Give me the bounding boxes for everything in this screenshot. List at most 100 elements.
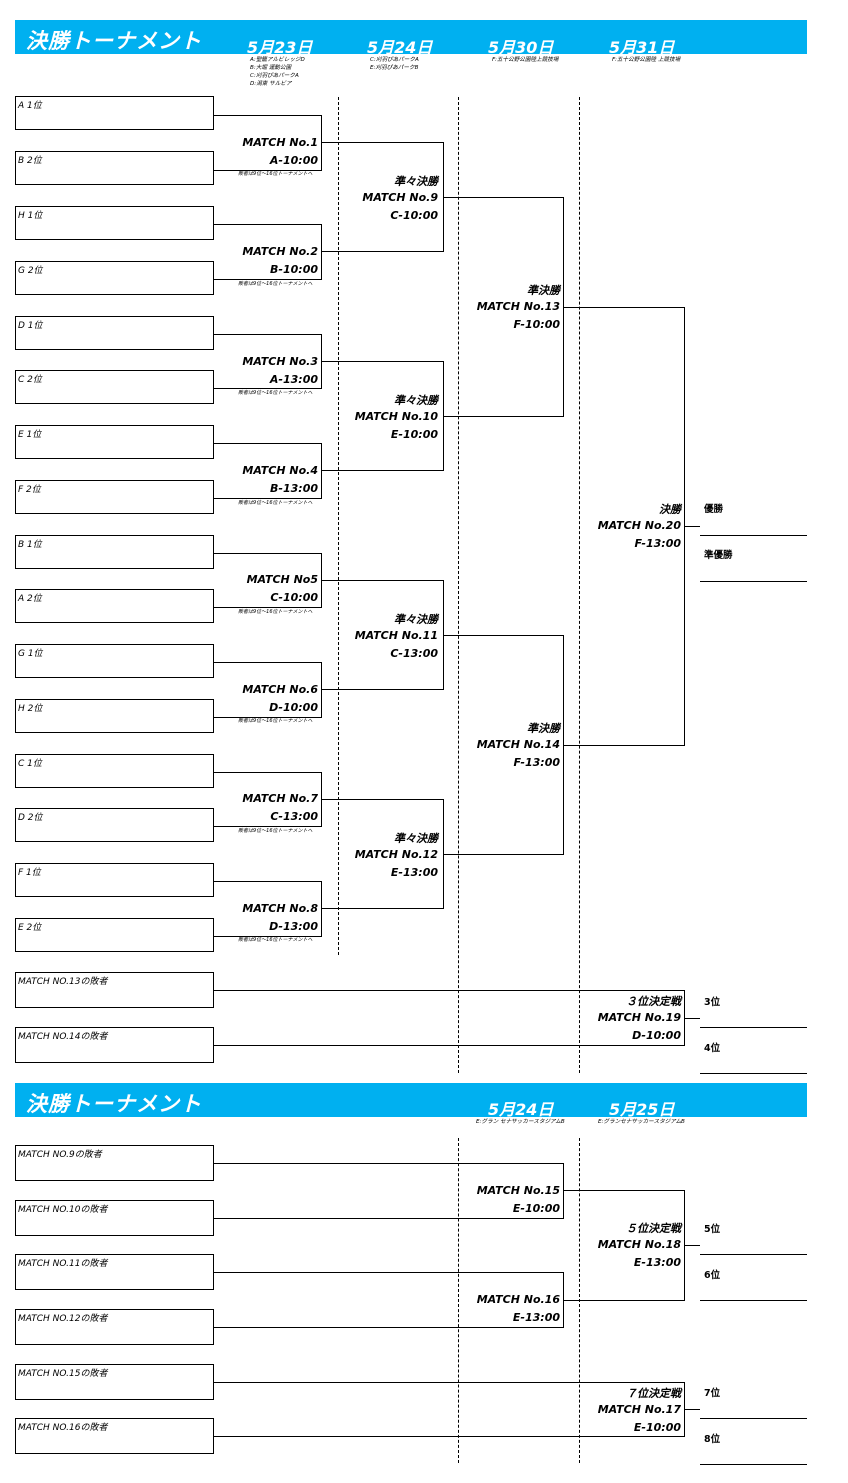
result-line (700, 1073, 807, 1074)
match-time: E-10:00 (633, 1421, 681, 1434)
result-line (700, 581, 807, 582)
bottom-date-1: 5月24日 (488, 1100, 554, 1119)
rank-label: 8位 (704, 1434, 721, 1445)
match-time: A-13:00 (269, 373, 318, 386)
bracket-line (322, 251, 444, 252)
column-separator (579, 97, 580, 1073)
result-line (700, 1418, 807, 1419)
match-label: MATCH No.17 (597, 1403, 681, 1416)
team-slot: H 1位 (15, 206, 214, 240)
team-label: D 2位 (18, 813, 43, 823)
team-label: B 1位 (18, 540, 42, 550)
top-banner (15, 20, 807, 54)
rank-label: 6位 (704, 1270, 721, 1281)
loser-note: 敗者は9位～16位トーナメントへ (238, 828, 313, 834)
bracket-line (214, 1327, 564, 1328)
round-label: 準々決勝 (394, 175, 438, 188)
match-time: E-13:00 (512, 1311, 560, 1324)
top-date-1: 5月23日 (247, 38, 313, 57)
bracket-line (214, 1218, 564, 1219)
match-time: D-10:00 (269, 701, 318, 714)
rank-label: 3位 (704, 997, 721, 1008)
team-label: MATCH NO.10の敗者 (18, 1205, 108, 1215)
team-label: G 1位 (18, 649, 43, 659)
result-line (700, 1300, 807, 1301)
match-time: E-13:00 (390, 866, 438, 879)
bracket-line (321, 224, 322, 280)
team-label: MATCH NO.16の敗者 (18, 1423, 108, 1433)
team-label: H 1位 (18, 211, 43, 221)
bottom-title: 決勝トーナメント (26, 1092, 202, 1116)
bracket-line (563, 635, 564, 855)
bracket-line (321, 553, 322, 608)
team-slot: D 2位 (15, 808, 214, 842)
top-date-4: 5月31日 (609, 38, 675, 57)
team-slot: C 2位 (15, 370, 214, 404)
team-slot: F 2位 (15, 480, 214, 514)
result-line (700, 1464, 807, 1465)
match-label: MATCH No.6 (242, 683, 318, 696)
bracket-line (564, 307, 685, 308)
loser-note: 敗者は9位～16位トーナメントへ (238, 171, 313, 177)
column-separator (458, 1138, 459, 1463)
match-label: MATCH No.2 (242, 245, 318, 258)
team-label: A 1位 (18, 101, 42, 111)
bracket-line (214, 1163, 564, 1164)
bracket-line (563, 1272, 564, 1328)
top-date-3: 5月30日 (488, 38, 554, 57)
team-label: B 2位 (18, 156, 42, 166)
bracket-line (443, 142, 444, 252)
match-label: MATCH No.13 (476, 300, 560, 313)
bracket-line (214, 443, 322, 444)
round-label: 準々決勝 (394, 394, 438, 407)
bracket-line (214, 334, 322, 335)
match-time: F-10:00 (513, 318, 560, 331)
bracket-line (321, 115, 322, 171)
bracket-line (444, 854, 564, 855)
bracket-line (684, 307, 685, 746)
bracket-line (214, 388, 322, 389)
team-slot: H 2位 (15, 699, 214, 733)
runner-up-label: 準優勝 (704, 550, 733, 561)
bracket-line (322, 908, 444, 909)
bracket-line (214, 553, 322, 554)
match-time: E-10:00 (390, 428, 438, 441)
bottom-banner (15, 1083, 807, 1117)
rank-label: 5位 (704, 1224, 721, 1235)
bracket-line (443, 799, 444, 909)
bracket-line (444, 635, 564, 636)
bracket-line (214, 115, 322, 116)
bracket-line (214, 224, 322, 225)
bracket-line (443, 361, 444, 471)
bracket-line (321, 772, 322, 827)
top-date-2: 5月24日 (367, 38, 433, 57)
bracket-line (214, 607, 322, 608)
bracket-line (214, 498, 322, 499)
bracket-line (214, 1272, 564, 1273)
match-time: D-13:00 (269, 920, 318, 933)
match-label: MATCH No.19 (597, 1011, 681, 1024)
team-label: MATCH NO.15の敗者 (18, 1369, 108, 1379)
team-slot: B 1位 (15, 535, 214, 569)
bracket-line (685, 1245, 700, 1246)
round-label: 決勝 (659, 503, 681, 516)
team-label: MATCH NO.11の敗者 (18, 1259, 108, 1269)
bracket-line (322, 142, 444, 143)
bracket-line (684, 1190, 685, 1301)
bracket-line (214, 170, 322, 171)
match-label: MATCH No.4 (242, 464, 318, 477)
bracket-line (214, 936, 322, 937)
bracket-line (685, 1018, 700, 1019)
result-line (700, 535, 807, 536)
bracket-line (321, 443, 322, 499)
bracket-line (563, 197, 564, 417)
match-time: C-13:00 (390, 647, 438, 660)
match-label: MATCH No.7 (242, 792, 318, 805)
round-label: ３位決定戦 (626, 995, 681, 1008)
team-slot: A 2位 (15, 589, 214, 623)
match-label: MATCH No.14 (476, 738, 560, 751)
bracket-line (444, 197, 564, 198)
match-time: B-13:00 (270, 482, 318, 495)
team-slot: MATCH NO.14の敗者 (15, 1027, 214, 1063)
match-label: MATCH No.3 (242, 355, 318, 368)
